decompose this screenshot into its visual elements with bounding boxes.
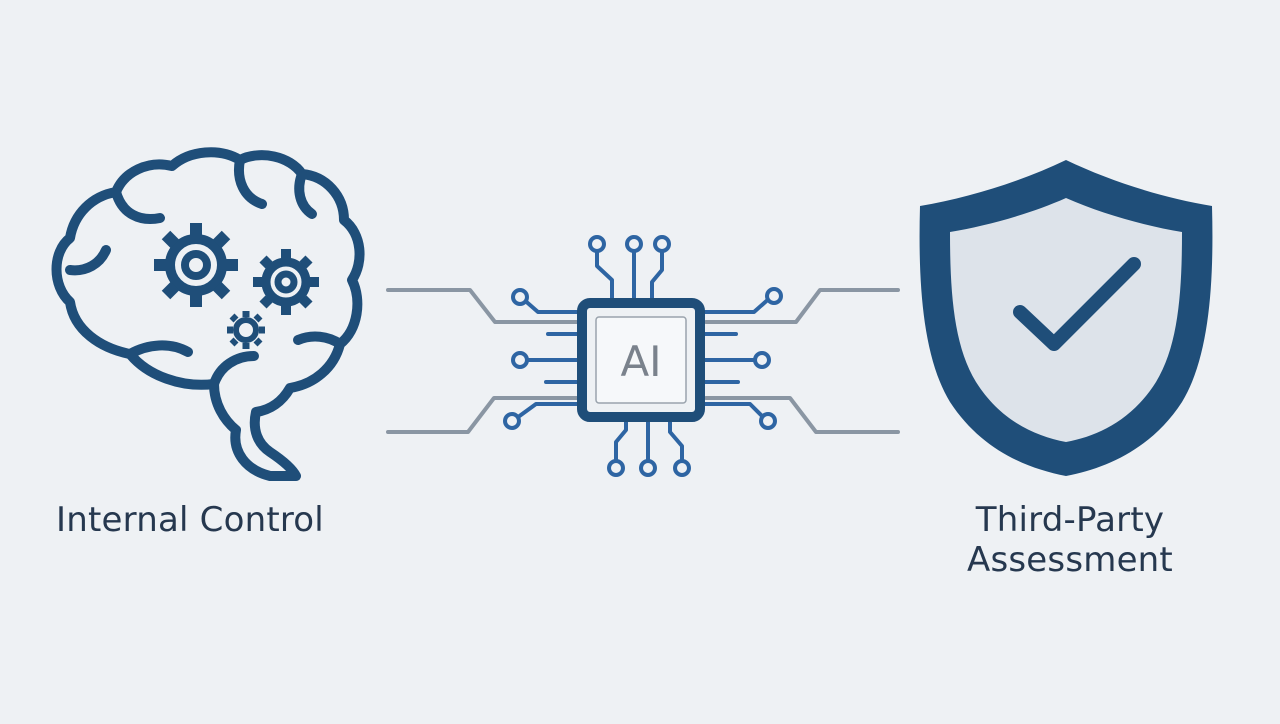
third-party-label-line2: Assessment — [967, 540, 1173, 580]
internal-control-label: Internal Control — [56, 500, 324, 540]
connector-left-bottom — [386, 396, 580, 434]
ai-chip-icon: AI — [503, 235, 783, 477]
gear-small-icon — [227, 311, 265, 349]
shield-check-icon — [919, 160, 1213, 476]
chip-label: AI — [620, 337, 661, 386]
gear-large-icon — [154, 223, 238, 307]
checkmark-icon — [1013, 257, 1141, 351]
third-party-assessment-label: Third-Party Assessment — [920, 500, 1220, 580]
connector-right-bottom — [704, 396, 900, 434]
brain-gears-icon — [51, 147, 365, 481]
third-party-label-line1: Third-Party — [975, 500, 1165, 540]
connector-left-top — [386, 288, 580, 324]
connector-right-top — [704, 288, 900, 324]
connector-lines — [386, 288, 900, 434]
gear-medium-icon — [253, 249, 319, 315]
